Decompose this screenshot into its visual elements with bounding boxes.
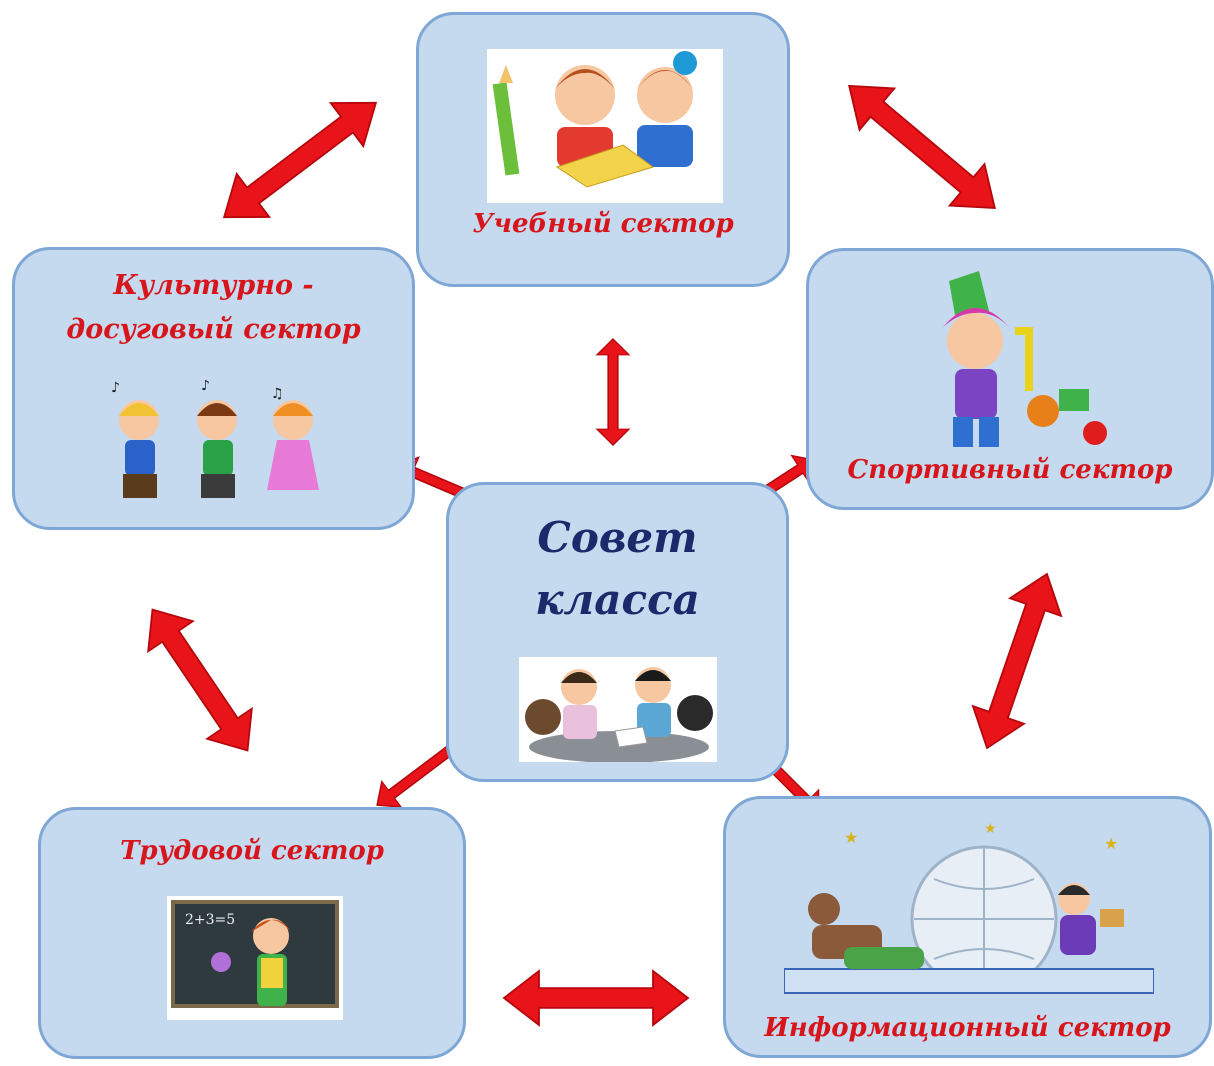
center-council: Совет класса (446, 482, 789, 782)
sector-culture-label-line1: Культурно - (113, 270, 314, 301)
svg-text:♪: ♪ (201, 380, 210, 394)
svg-text:★: ★ (844, 828, 858, 847)
sector-info-label: Информационный сектор (764, 1013, 1171, 1043)
arrow-labor-info (503, 970, 689, 1026)
teacher-at-blackboard-image: 2+3=5 (167, 896, 343, 1020)
sector-labor: Трудовой сектор 2+3=5 (38, 807, 466, 1059)
arrow-sport-info (960, 564, 1074, 758)
center-title-line1: Совет (537, 513, 698, 562)
sector-study-label: Учебный сектор (472, 209, 734, 239)
sector-culture-label-line2: досуговый сектор (66, 314, 361, 345)
dancing-kids-image: ♪ ♪ ♫ (101, 378, 333, 512)
svg-text:★: ★ (1104, 834, 1118, 853)
svg-text:2+3=5: 2+3=5 (185, 912, 235, 928)
sector-sport: Спортивный сектор (806, 248, 1214, 510)
kids-reading-book-image (487, 49, 723, 203)
arrow-culture-labor (129, 593, 271, 767)
svg-text:★: ★ (984, 821, 997, 837)
svg-text:♫: ♫ (271, 386, 284, 402)
sector-labor-label: Трудовой сектор (120, 836, 384, 866)
center-title-line2: класса (535, 575, 700, 624)
students-meeting-image (519, 657, 717, 763)
svg-text:♪: ♪ (111, 380, 120, 396)
sector-study: Учебный сектор (416, 12, 790, 287)
clown-juggler-image (919, 271, 1109, 451)
arrow-study-sport (830, 64, 1014, 230)
arrow-center-study (596, 338, 630, 446)
sector-info: ★ ★ ★ Информационный сектор (723, 796, 1212, 1058)
kids-reading-globe-image: ★ ★ ★ (783, 819, 1155, 1001)
sector-sport-label: Спортивный сектор (847, 455, 1173, 485)
sector-culture: Культурно - досуговый сектор ♪ ♪ ♫ (12, 247, 415, 530)
arrow-study-culture (206, 80, 394, 240)
